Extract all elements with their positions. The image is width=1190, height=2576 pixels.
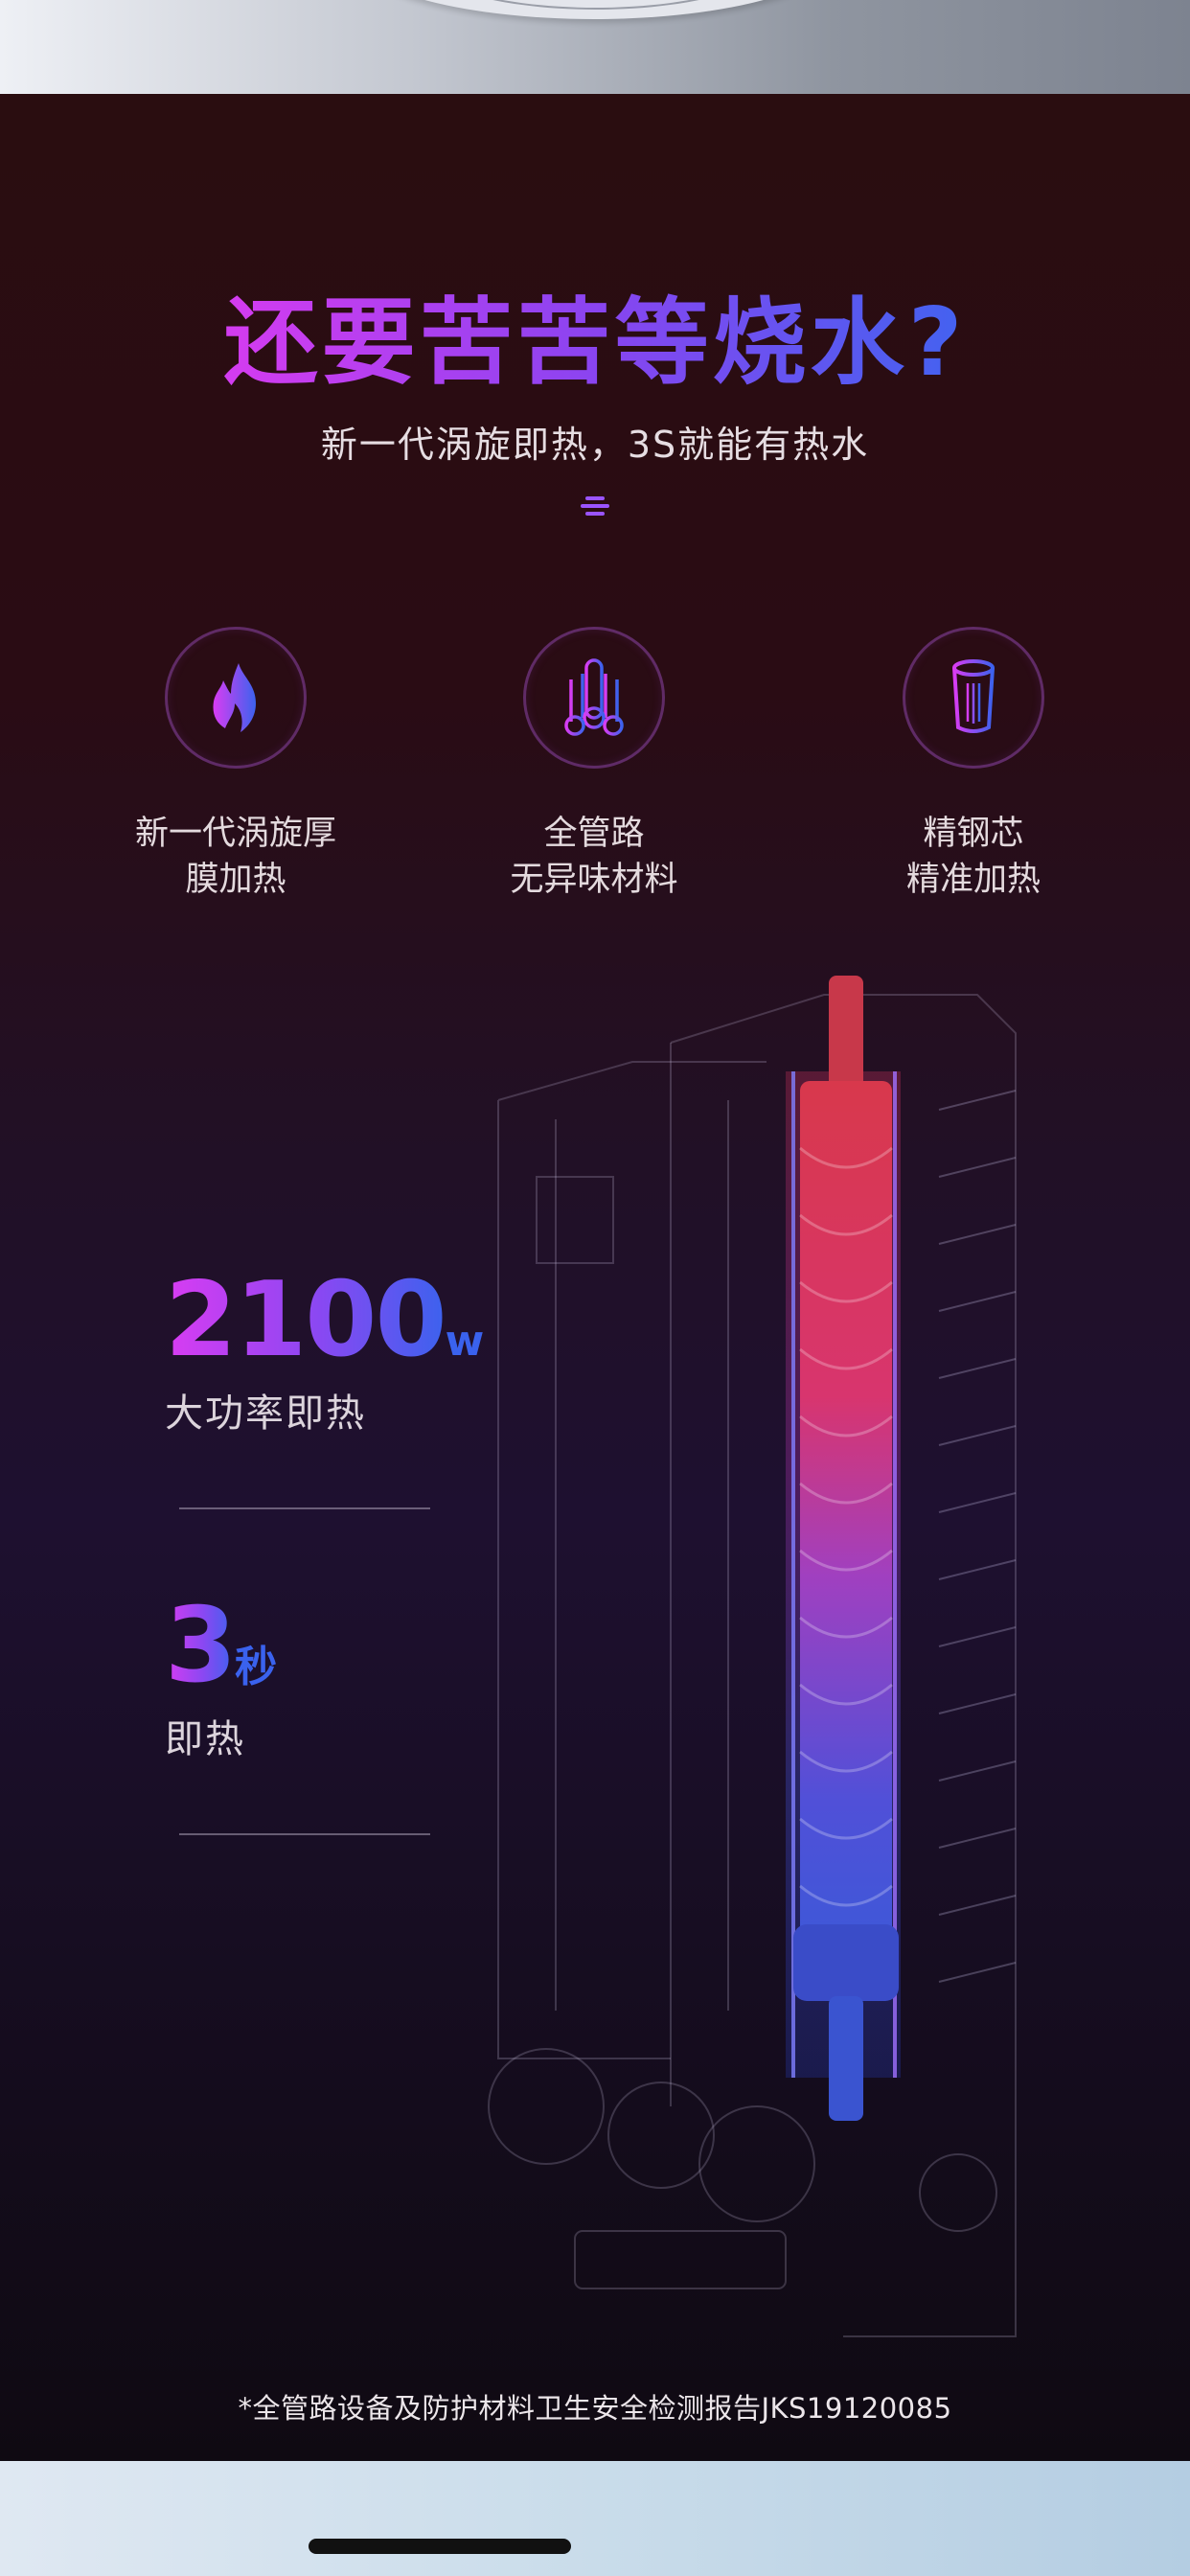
feature-item: 新一代涡旋厚 膜加热	[92, 627, 379, 903]
stat-heat-time: 3秒 即热	[165, 1595, 277, 1763]
headline: 还要苦苦等烧水?	[0, 266, 1190, 402]
feature-label-line2: 膜加热	[185, 861, 286, 899]
stat-label: 大功率即热	[165, 1392, 366, 1436]
feature-label-line1: 精钢芯	[923, 815, 1024, 853]
stat-label: 即热	[165, 1717, 245, 1761]
home-indicator[interactable]	[309, 2539, 571, 2554]
feature-item: 全管路 无异味材料	[450, 627, 738, 903]
heater-cutaway-illustration	[441, 956, 1064, 2365]
feature-icon-circle	[523, 627, 665, 769]
stat-unit: w	[445, 1317, 485, 1366]
pipes-icon	[564, 658, 624, 736]
subheadline: 新一代涡旋即热，3S就能有热水	[320, 424, 870, 466]
footnote: *全管路设备及防护材料卫生安全检测报告JKS19120085	[238, 2392, 952, 2425]
feature-label-line2: 精准加热	[905, 861, 1041, 899]
menu-lines-icon	[581, 496, 609, 521]
previous-section-strip	[0, 0, 1190, 94]
feature-icon-circle	[165, 627, 307, 769]
feature-label-line2: 无异味材料	[510, 861, 678, 899]
stat-value: 2100	[165, 1260, 447, 1380]
heater-illustration-icon	[488, 976, 1017, 2337]
feature-item: 精钢芯 精准加热	[830, 627, 1117, 903]
stat-power: 2100w 大功率即热	[165, 1269, 484, 1438]
feature-label-line1: 全管路	[543, 815, 645, 853]
feature-label-line1: 新一代涡旋厚	[134, 815, 336, 853]
stat-value: 3	[165, 1586, 237, 1706]
stat-divider	[179, 1833, 430, 1835]
flame-icon	[213, 663, 256, 732]
stat-unit: 秒	[235, 1643, 278, 1691]
stat-divider	[179, 1507, 430, 1509]
feature-list: 新一代涡旋厚 膜加热 全管路	[0, 627, 1190, 943]
next-section-strip	[0, 2461, 1190, 2576]
promo-panel: 还要苦苦等烧水? 新一代涡旋即热，3S就能有热水 新一代涡旋厚 膜加热	[0, 94, 1190, 2461]
steel-core-icon	[952, 659, 995, 733]
feature-icon-circle	[903, 627, 1044, 769]
